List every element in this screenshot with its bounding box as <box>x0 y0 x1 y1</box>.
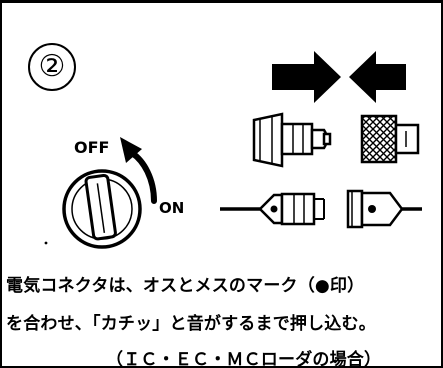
instruction-line-3: （ＩＣ・ＥＣ・ＭＣローダの場合） <box>106 350 382 368</box>
cable-male-connector-icon <box>220 192 325 226</box>
illustration: OFF ON <box>44 51 422 249</box>
switch-on-label: ON <box>159 199 184 217</box>
ignition-switch-icon <box>62 169 142 249</box>
instruction-line-1: 電気コネクタは、オスとメスのマーク（●印） <box>6 276 365 296</box>
rotate-arrow-icon <box>120 137 157 204</box>
push-right-arrow-icon <box>272 51 341 103</box>
male-connector-icon <box>252 112 332 168</box>
instruction-line-2: を合わせ、「カチッ」と音がするまで押し込む。 <box>6 314 376 334</box>
step-number-badge: ② <box>28 43 76 91</box>
cable-female-connector-icon <box>346 189 422 229</box>
push-left-arrow-icon <box>349 51 406 103</box>
switch-off-label: OFF <box>74 138 109 157</box>
female-connector-icon <box>360 114 420 164</box>
speck-mark <box>44 241 48 245</box>
